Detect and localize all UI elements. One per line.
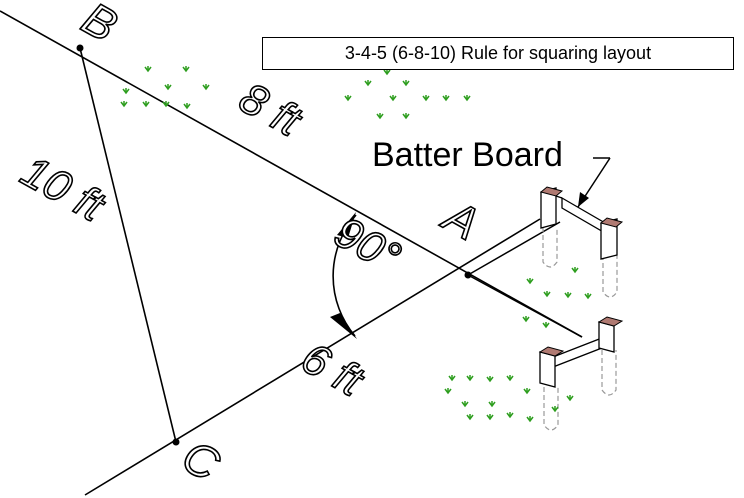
grass-tuft xyxy=(162,101,170,108)
batter-board-lower xyxy=(467,274,624,431)
angle-label: 90° xyxy=(326,208,408,283)
grass-tuft xyxy=(402,113,410,120)
line-ca xyxy=(84,218,541,496)
grass-tuft xyxy=(444,388,452,395)
point-b-label: B xyxy=(74,0,126,52)
grass-tuft xyxy=(551,406,559,413)
grass-tuft xyxy=(486,414,494,421)
point-b-dot xyxy=(76,44,84,52)
grass-tuft xyxy=(522,316,530,323)
grass-tuft xyxy=(461,401,469,408)
grass-tuft xyxy=(120,101,128,108)
grass-tuft xyxy=(183,103,191,110)
grass-tuft xyxy=(376,113,384,120)
grass-tuft xyxy=(344,95,352,102)
arc-arrow-bottom-icon xyxy=(330,313,357,339)
grass-tuft xyxy=(402,80,410,87)
point-a-label: A xyxy=(433,188,488,250)
grass-tuft xyxy=(526,416,534,423)
grass-tuft xyxy=(144,66,152,73)
callout-arrow-icon xyxy=(578,192,589,207)
line-ba xyxy=(0,10,583,338)
grass-tuft xyxy=(463,95,471,102)
side-ac-label: 6 ft xyxy=(293,333,372,406)
grass-tuft xyxy=(122,88,130,95)
diagram-title: 3-4-5 (6-8-10) Rule for squaring layout xyxy=(262,37,734,70)
grass-tuft xyxy=(542,322,550,329)
grass-tuft xyxy=(564,292,572,299)
grass-tuft xyxy=(488,401,496,408)
side-ab-label: 8 ft xyxy=(231,73,310,146)
batter-board-upper xyxy=(539,186,624,298)
grass-tuft xyxy=(466,414,474,421)
grass-tuft xyxy=(448,375,456,382)
grass-tuft xyxy=(486,376,494,383)
grass-tuft xyxy=(442,95,450,102)
grass-tuft xyxy=(389,95,397,102)
grass-tuft xyxy=(523,388,531,395)
grass-tuft xyxy=(571,267,579,274)
grass-tuft xyxy=(142,101,150,108)
arc-arrow-top-icon xyxy=(337,212,356,238)
grass-tuft xyxy=(164,84,172,91)
point-c-label: C xyxy=(174,430,229,492)
grass-tufts xyxy=(120,66,592,423)
grass-tuft xyxy=(543,291,551,298)
line-bc xyxy=(79,47,177,443)
grass-tuft xyxy=(506,375,514,382)
grass-tuft xyxy=(566,395,574,402)
side-bc-label: 10 ft xyxy=(13,147,113,232)
grass-tuft xyxy=(422,95,430,102)
point-c-dot xyxy=(172,438,180,446)
string-upper xyxy=(467,221,561,276)
grass-tuft xyxy=(584,293,592,300)
grass-tuft xyxy=(466,375,474,382)
grass-tuft xyxy=(506,412,514,419)
grass-tuft xyxy=(364,80,372,87)
grass-tuft xyxy=(526,278,534,285)
grass-tuft xyxy=(202,84,210,91)
batter-board-label: Batter Board xyxy=(372,136,563,174)
grass-tuft xyxy=(182,66,190,73)
